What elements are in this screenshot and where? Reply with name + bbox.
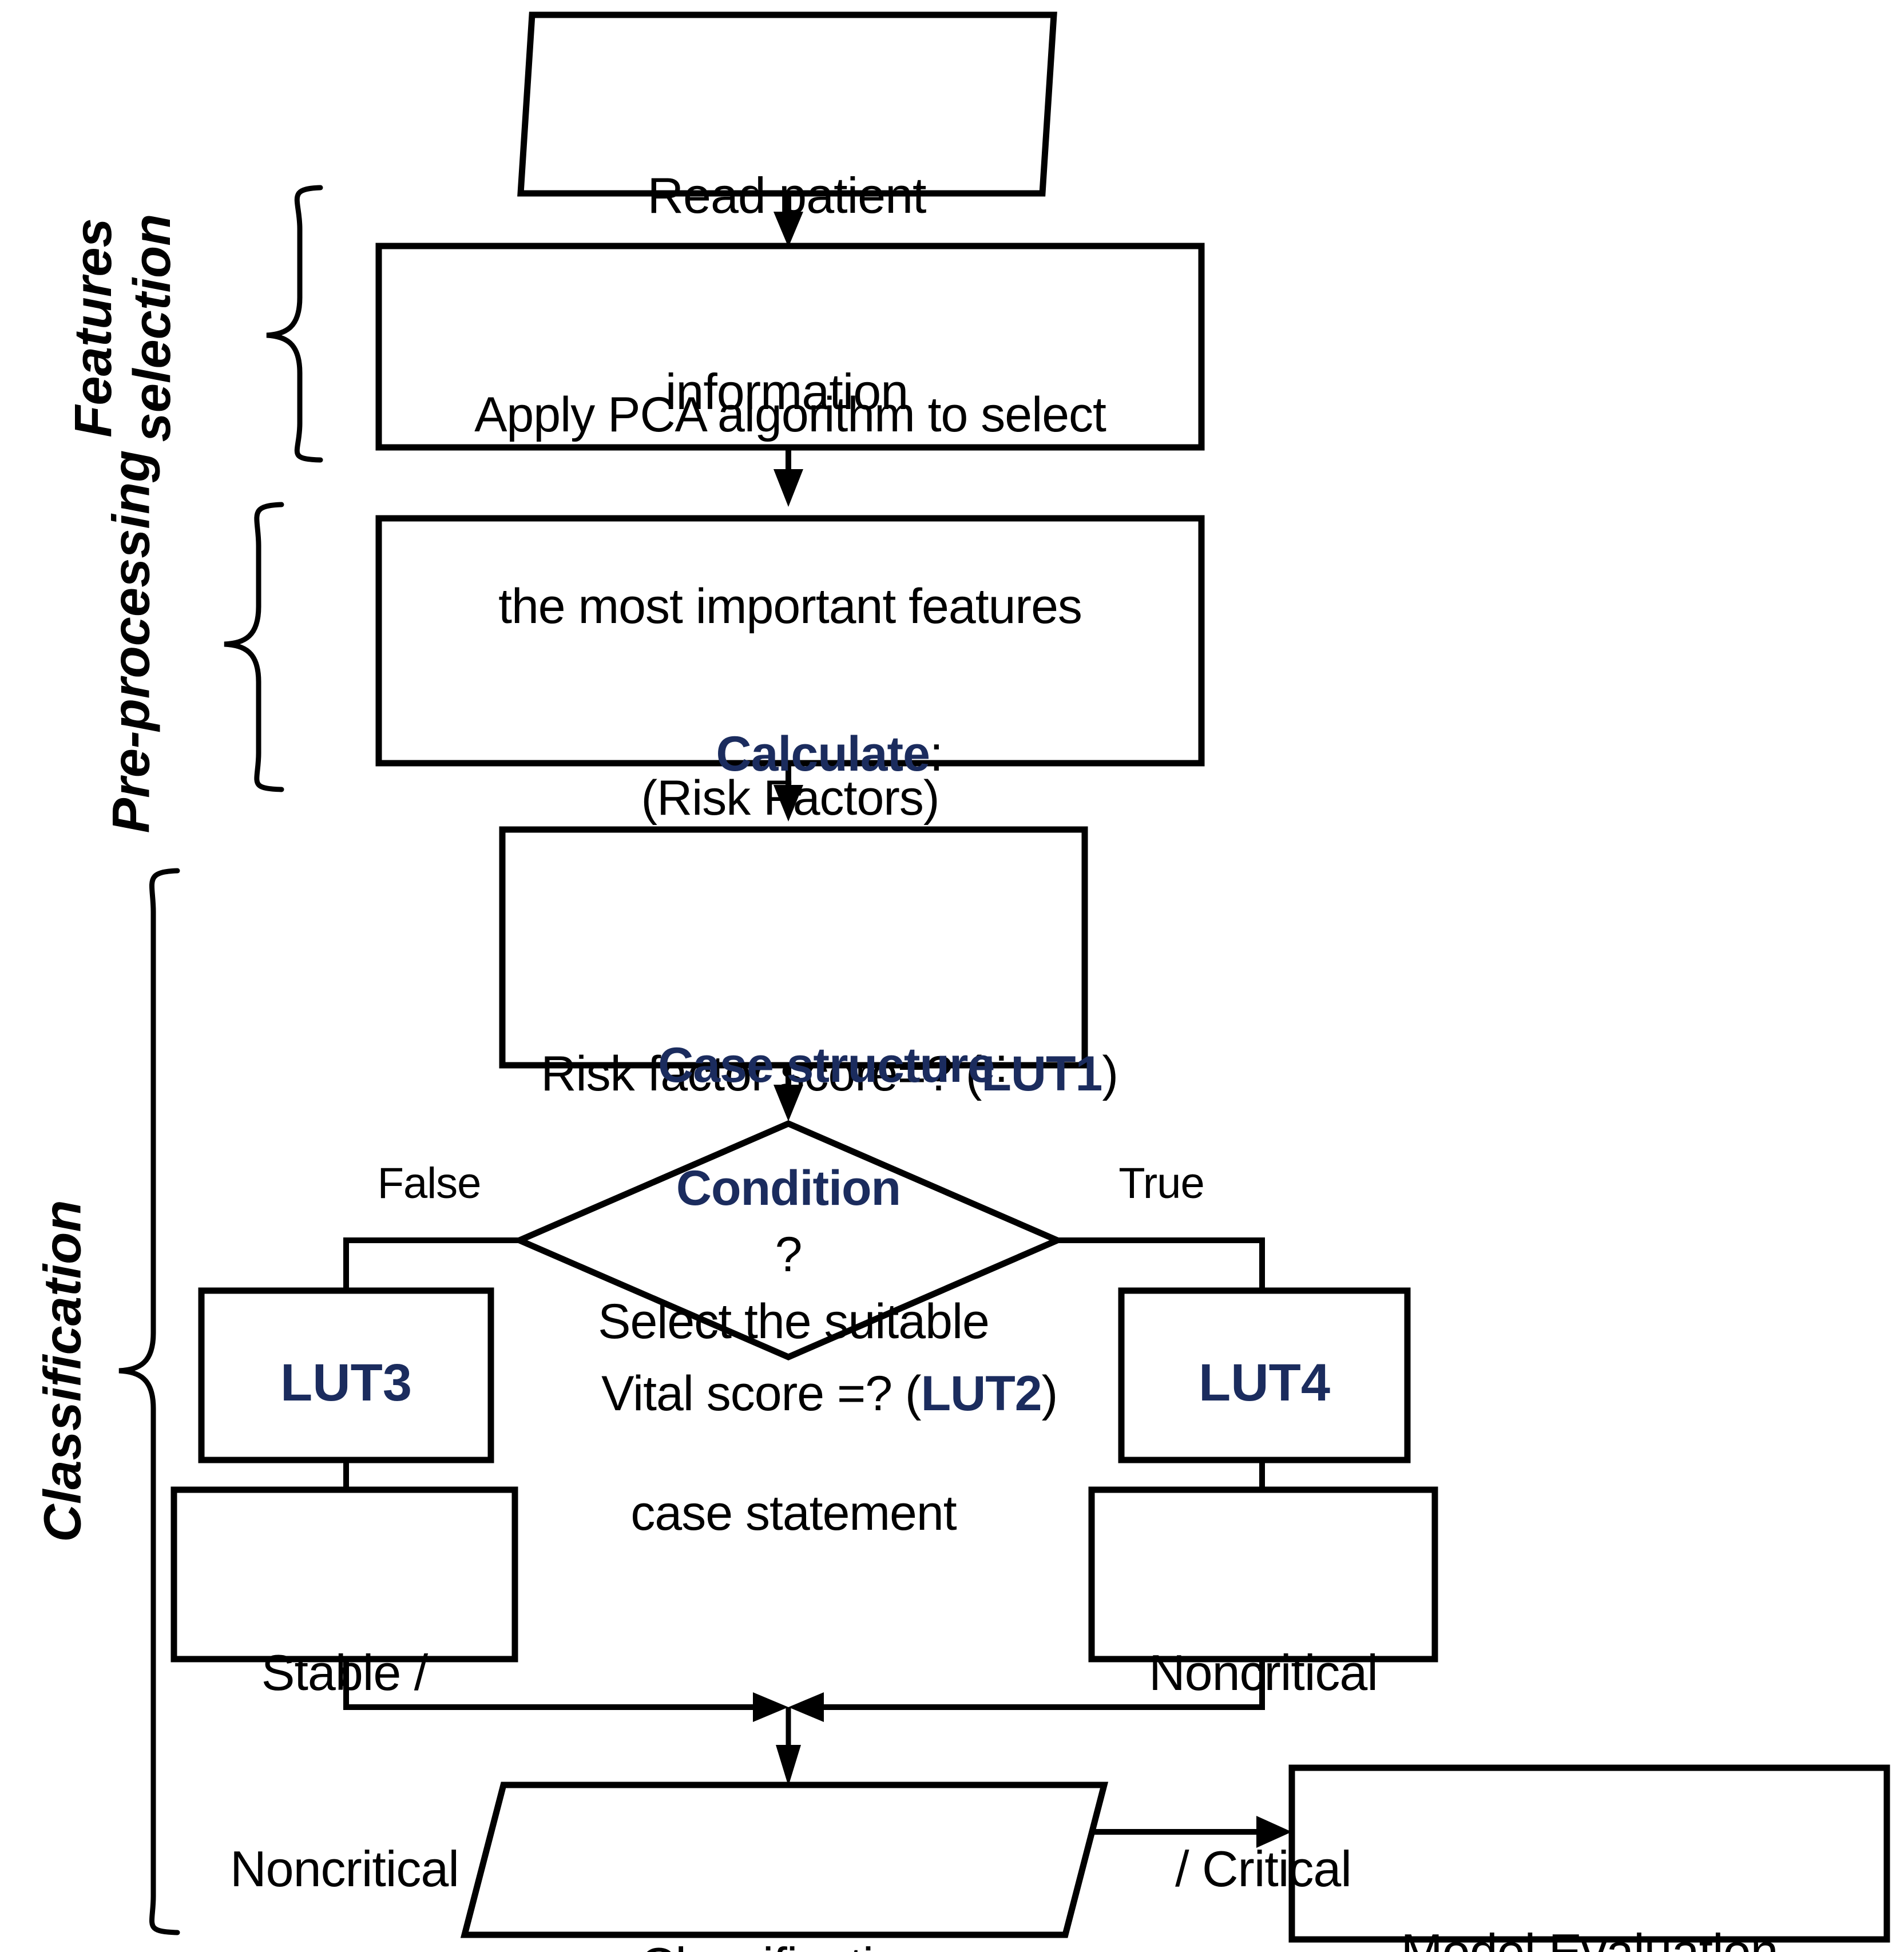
stage-label-features-selection: Features selection	[64, 213, 181, 442]
node-lut4[interactable]	[1118, 1287, 1411, 1463]
connector-left-merge	[343, 1659, 788, 1722]
stage-label-classification: Classification	[33, 1200, 92, 1542]
noncritical-line-1: Noncritical	[1149, 1644, 1378, 1701]
connector-read-to-pca	[774, 193, 803, 247]
lut3-label: LUT3	[280, 1354, 412, 1412]
condition-label: Condition	[676, 1161, 901, 1216]
node-classification-output[interactable]	[460, 1782, 1109, 1938]
read-line-2: information	[665, 363, 909, 420]
node-condition-decision[interactable]	[511, 1120, 1065, 1360]
lut1-ref: LUT1	[981, 1046, 1102, 1102]
lut2-ref: LUT2	[921, 1366, 1042, 1422]
connector-calculate-to-case	[774, 763, 803, 822]
brace-classification	[118, 868, 180, 1935]
connector-pca-to-calculate	[774, 447, 803, 507]
pca-line-2: the most important features	[498, 578, 1082, 634]
node-noncritical-critical[interactable]	[1088, 1486, 1438, 1663]
edge-label-false: False	[377, 1159, 482, 1208]
case-heading-colon: :	[994, 1038, 1008, 1093]
node-stable-noncritical-text: Stable / Noncritical	[174, 1509, 515, 1952]
risk-score-text: Risk factor score=? (	[541, 1046, 982, 1102]
connector-right-merge	[788, 1659, 1265, 1722]
case-line-2: case statement	[630, 1485, 957, 1541]
calculate-line-3: Vital score =? (LUT2)	[379, 1299, 1201, 1490]
node-case-structure[interactable]	[499, 826, 1088, 1069]
calculate-heading-colon: :	[929, 727, 943, 782]
condition-question-mark: ?	[775, 1227, 803, 1282]
pca-line-3: (Risk Factors)	[641, 771, 939, 826]
case-heading: Case structure	[658, 1038, 995, 1093]
edge-label-true: True	[1118, 1159, 1204, 1208]
node-model-evaluation-text: Model Evaluation (Accuracy)	[1292, 1788, 1887, 1952]
node-read-patient-text: Read patient information	[532, 32, 1041, 556]
node-apply-pca[interactable]	[375, 243, 1205, 451]
calculate-line-2: Risk factor score=? (LUT1)	[379, 979, 1201, 1171]
calculate-heading-row: Calculate:	[379, 659, 1201, 851]
stable-line-2: Noncritical	[230, 1840, 459, 1897]
calculate-heading: Calculate	[716, 727, 930, 782]
node-lut3[interactable]	[198, 1287, 494, 1463]
node-calculate[interactable]	[375, 515, 1205, 767]
node-apply-pca-text: Apply PCA algorithm to select the most i…	[379, 255, 1201, 959]
case-heading-row: Case structure:	[502, 970, 1085, 1162]
vital-score-close: )	[1041, 1366, 1058, 1422]
case-line-1: Select the suitable	[598, 1294, 990, 1349]
connector-condition-false-to-lut3	[343, 1237, 522, 1290]
read-line-1: Read patient	[647, 166, 926, 224]
node-calculate-text: Calculate: Risk factor score=? (LUT1) Vi…	[379, 531, 1201, 1618]
node-model-evaluation[interactable]	[1288, 1764, 1890, 1943]
node-classification-output-text: Classification SH, ER, ICU	[492, 1802, 1076, 1952]
lut4-label: LUT4	[1199, 1354, 1330, 1412]
evaluation-line-1: Model Evaluation	[1401, 1923, 1778, 1952]
pca-line-1: Apply PCA algorithm to select	[474, 387, 1106, 442]
brace-features-selection	[266, 185, 323, 463]
connector-condition-true-to-lut4	[1056, 1237, 1265, 1290]
vital-score-text: Vital score =? (	[601, 1366, 921, 1422]
connector-classification-to-evaluation	[1070, 1816, 1292, 1848]
classification-line-1: Classification	[492, 1933, 1076, 1952]
noncritical-line-2: / Critical	[1175, 1840, 1352, 1897]
node-stable-noncritical[interactable]	[170, 1486, 518, 1663]
connector-merge-to-classification	[776, 1707, 801, 1786]
stage-label-pre-processing: Pre-processing	[102, 450, 161, 834]
connector-case-to-condition	[774, 1065, 803, 1121]
node-noncritical-critical-text: Noncritical / Critical	[1092, 1509, 1435, 1952]
node-read-patient-information[interactable]	[517, 11, 1057, 197]
risk-score-close: )	[1102, 1046, 1118, 1102]
node-case-structure-text: Case structure: Select the suitable case…	[502, 842, 1085, 1673]
stable-line-1: Stable /	[261, 1644, 428, 1701]
brace-pre-processing	[224, 502, 284, 792]
